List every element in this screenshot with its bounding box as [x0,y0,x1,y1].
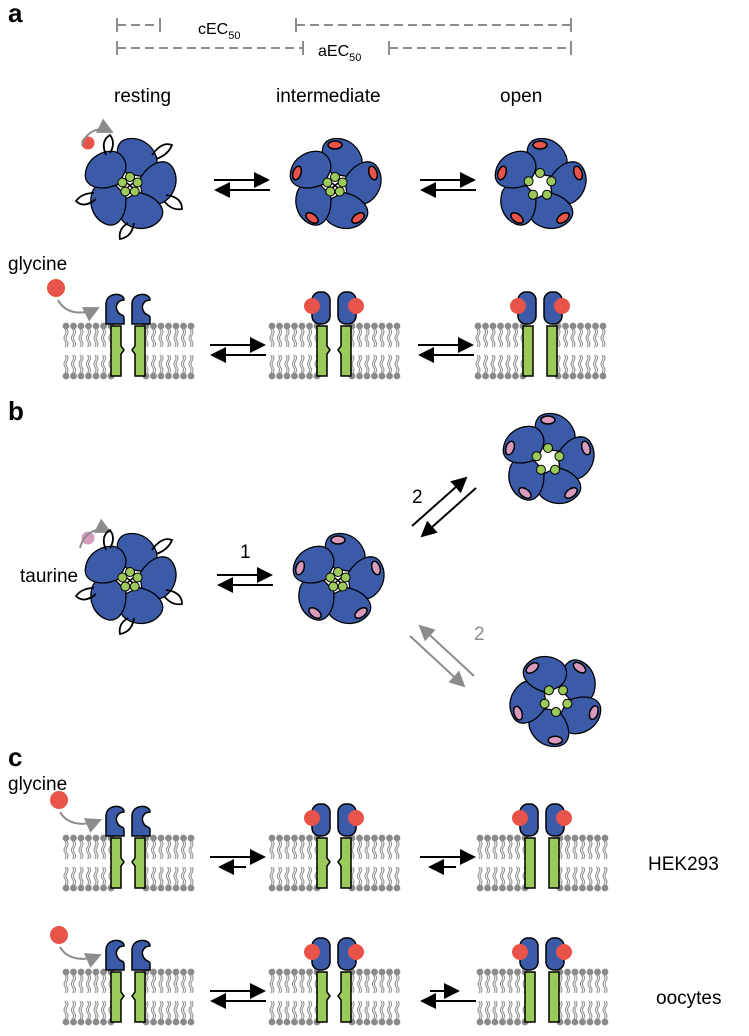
equilibrium-arrows [210,345,266,355]
binding-arrow [59,811,102,833]
aec50-label: aEC50 [318,43,361,64]
arrow-label-2-gray: 2 [474,624,485,645]
receptor-side-resting [63,294,195,379]
binding-arrow [59,946,102,968]
panel-b-label: b [8,396,24,426]
receptor-side-intermediate [269,292,401,379]
taurine-label: taurine [20,566,78,587]
ec50-ranges [117,24,571,49]
receptor-side-resting-oocytes [63,940,195,1025]
state-label-resting: resting [114,86,171,107]
arrow-label-1: 1 [240,542,251,563]
row-label-oocytes: oocytes [656,988,721,1009]
equilibrium-arrows-oocytes-1 [210,991,266,1001]
receptor-top-resting-b [76,530,186,638]
cec50-label: cEC50 [198,21,240,42]
panel-c-label: c [8,742,22,772]
binding-arrow [81,118,114,147]
receptor-side-open-oocytes [477,938,609,1025]
receptor-side-open [475,292,607,379]
state-label-open: open [500,86,542,107]
glycine-molecule [47,279,65,297]
equilibrium-arrows-hek-1 [210,857,264,867]
receptor-top-taurine-bound [285,531,394,638]
binding-arrow [79,518,112,549]
equilibrium-arrows [214,180,270,190]
receptor-side-intermediate-hek [269,804,401,891]
equilibrium-arrows [217,575,273,585]
equilibrium-arrows-down [409,624,475,688]
binding-arrow [57,299,100,322]
glycine-molecule [50,926,68,944]
row-label-hek293: HEK293 [648,854,719,875]
glycine-label-c: glycine [8,774,67,795]
taurine-molecule [81,531,95,545]
arrow-label-2: 2 [412,487,423,508]
equilibrium-arrows-oocytes-2 [422,991,476,1001]
equilibrium-arrows [418,345,474,355]
receptor-side-open-hek [477,804,609,891]
panel-a-label: a [8,0,23,28]
receptor-top-taurine-flipped [479,629,630,779]
equilibrium-arrows-up [411,476,477,538]
glycine-label: glycine [8,254,67,275]
receptor-top-open [487,136,596,243]
state-label-intermediate: intermediate [276,86,381,107]
equilibrium-arrows-hek-2 [420,857,474,867]
receptor-top-intermediate [282,136,391,243]
receptor-top-resting [76,135,186,243]
glycine-molecule [50,791,68,809]
ec50-range-ticks [116,18,572,55]
receptor-side-intermediate-oocytes [269,938,401,1025]
receptor-side-resting-hek [63,806,195,891]
equilibrium-arrows [420,180,476,190]
receptor-top-taurine-open [495,411,604,518]
